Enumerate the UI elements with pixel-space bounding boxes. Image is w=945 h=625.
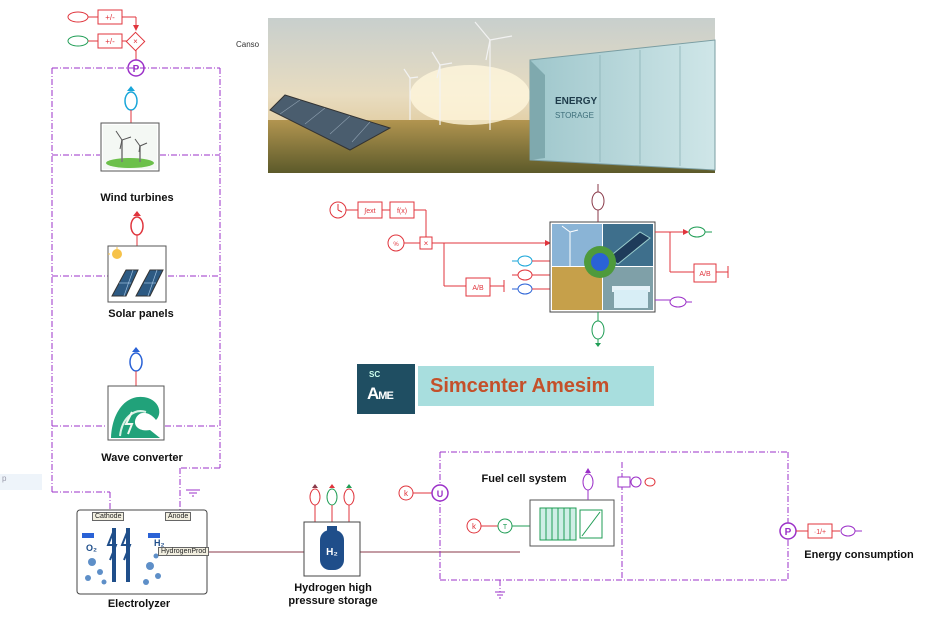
- svg-text:×: ×: [424, 239, 429, 248]
- energy-consumption-block[interactable]: P ·1/+: [779, 522, 862, 540]
- signal-source-bottom[interactable]: +/-: [67, 33, 129, 49]
- logo-ame-text: AME: [367, 384, 394, 404]
- wave-converter-block[interactable]: [107, 385, 165, 441]
- logo-ame-small: ME: [378, 390, 393, 402]
- electrolyzer-block[interactable]: O₂ H₂: [76, 509, 208, 595]
- solar-sensor[interactable]: [130, 211, 144, 246]
- logo-sc-text: SC: [369, 370, 381, 379]
- svg-text:·1/+: ·1/+: [814, 529, 826, 536]
- wave-sensor[interactable]: [129, 347, 143, 386]
- svg-text:U: U: [437, 489, 444, 499]
- hydrogen-storage-label-line2: pressure storage: [288, 595, 378, 607]
- svg-text:A/B: A/B: [472, 285, 484, 292]
- central-energy-block[interactable]: [549, 221, 656, 313]
- wind-turbines-block[interactable]: [100, 122, 160, 172]
- fuel-cell-inputs[interactable]: k U k T: [398, 484, 530, 534]
- ground-symbol-fuel: [495, 591, 505, 599]
- electrolyzer-label: Electrolyzer: [107, 598, 171, 610]
- photo-storage-text: STORAGE: [555, 111, 594, 120]
- svg-text:+/-: +/-: [105, 13, 115, 22]
- control-chain[interactable]: ∫ext f(x) % × A/B: [329, 201, 551, 297]
- svg-text:×: ×: [133, 37, 138, 46]
- canvas-caption: Canso: [236, 40, 260, 49]
- logo-ame-big: A: [367, 384, 379, 403]
- window-edge-fragment: p: [0, 474, 42, 490]
- wind-turbines-label: Wind turbines: [100, 192, 174, 204]
- anode-port[interactable]: Anode: [165, 512, 192, 521]
- central-sensors[interactable]: [591, 184, 605, 347]
- signal-source-top[interactable]: +/-: [67, 9, 139, 31]
- ground-symbol-left: [186, 489, 200, 497]
- svg-text:%: %: [393, 242, 399, 248]
- hydrogen-storage-block[interactable]: H₂: [303, 521, 361, 577]
- power-source-top[interactable]: P: [127, 59, 145, 77]
- svg-text:H₂: H₂: [154, 538, 165, 548]
- fuel-cell-label: Fuel cell system: [481, 473, 567, 485]
- simcenter-logo: SC AME: [357, 364, 415, 414]
- energy-consumption-label: Energy consumption: [804, 549, 914, 561]
- svg-text:O₂: O₂: [86, 543, 97, 553]
- photo-energy-text: ENERGY: [555, 96, 598, 107]
- hydrogen-prod-port[interactable]: HydrogenProd: [158, 547, 210, 556]
- svg-text:P: P: [133, 64, 140, 75]
- simcenter-amesim-banner: Simcenter Amesim: [418, 366, 654, 406]
- solar-panels-label: Solar panels: [108, 308, 174, 320]
- wind-sensor[interactable]: [124, 86, 138, 123]
- solar-panels-block[interactable]: [107, 245, 167, 303]
- hydrogen-storage-label: Hydrogen high pressure storage: [278, 582, 388, 608]
- hydrogen-storage-label-line1: Hydrogen high: [294, 582, 372, 594]
- storage-sensors[interactable]: [309, 484, 355, 522]
- svg-text:∫ext: ∫ext: [363, 208, 375, 215]
- central-inputs[interactable]: [512, 255, 550, 295]
- svg-text:k: k: [472, 522, 477, 531]
- hero-photo: ENERGY STORAGE: [268, 18, 716, 173]
- electrical-bus: [51, 67, 221, 510]
- svg-text:T: T: [503, 524, 508, 531]
- svg-text:H₂: H₂: [326, 547, 338, 558]
- svg-text:k: k: [404, 489, 409, 498]
- svg-text:f(x): f(x): [397, 208, 407, 215]
- central-outputs[interactable]: A/B: [655, 226, 729, 308]
- svg-text:A/B: A/B: [699, 271, 711, 278]
- svg-text:+/-: +/-: [105, 37, 115, 46]
- fuel-cell-stack-block[interactable]: [529, 468, 656, 547]
- wave-converter-label: Wave converter: [101, 452, 183, 464]
- svg-text:P: P: [785, 527, 792, 538]
- summing-junction[interactable]: ×: [125, 31, 146, 60]
- cathode-port[interactable]: Cathode: [92, 512, 125, 521]
